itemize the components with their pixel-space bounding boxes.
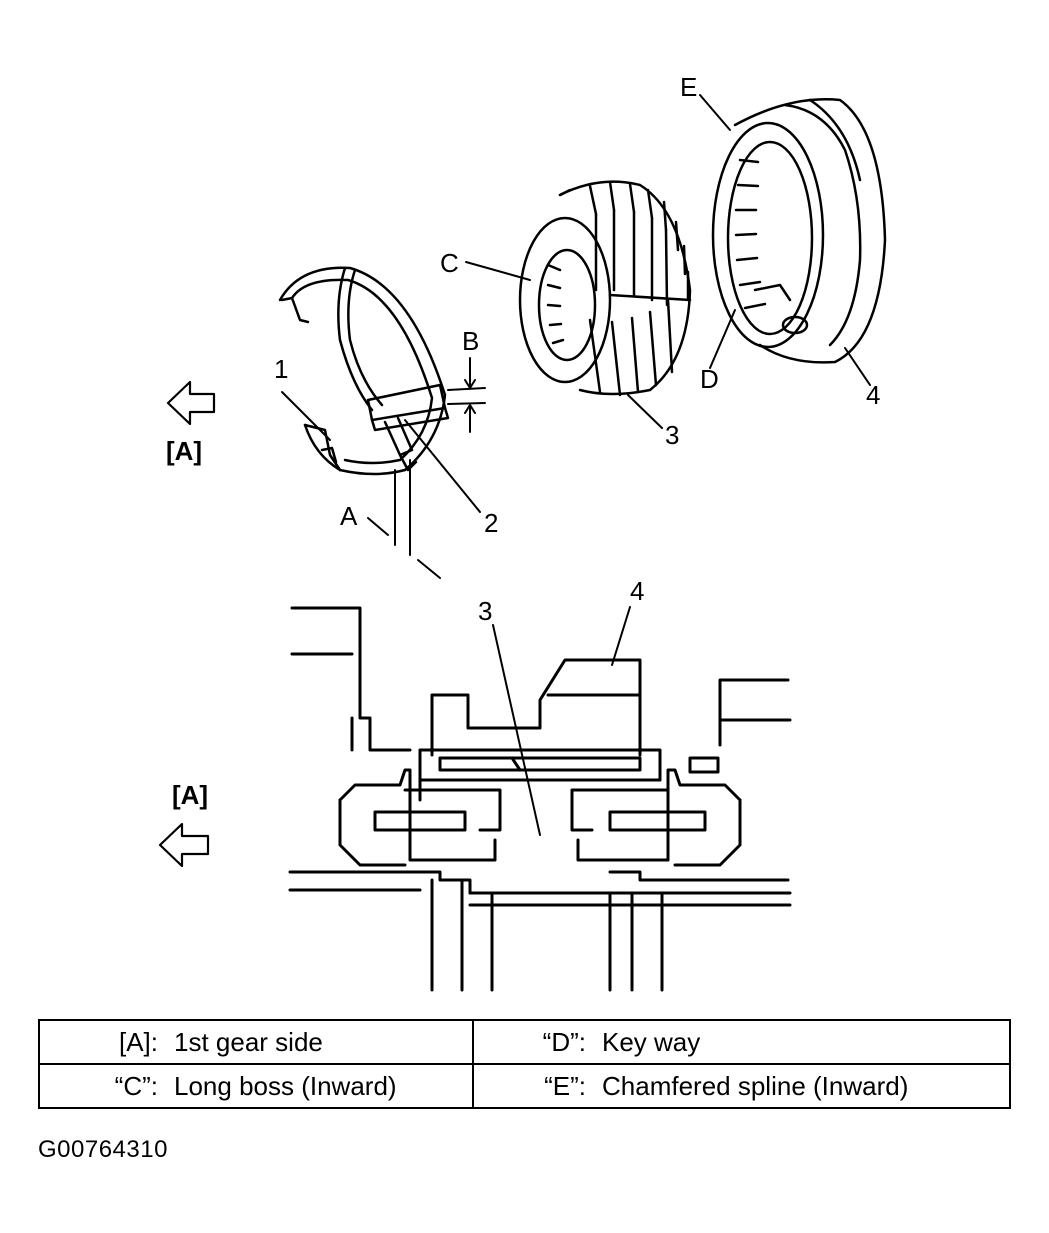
leader-lines-lower bbox=[492, 606, 631, 836]
callout-d: D bbox=[700, 364, 719, 394]
legend-cell: “D”: Key way bbox=[472, 1019, 1011, 1065]
side-label-lower: [A] bbox=[172, 780, 208, 810]
dimension-b-label: B bbox=[462, 326, 479, 356]
legend-key: “D”: bbox=[542, 1026, 586, 1057]
callout-4-lower: 4 bbox=[630, 576, 644, 606]
figure-id: G00764310 bbox=[38, 1136, 168, 1163]
synchronizer-hub bbox=[518, 180, 692, 397]
legend-cell: “E”: Chamfered spline (Inward) bbox=[472, 1063, 1011, 1109]
legend-key: [A]: bbox=[118, 1026, 158, 1057]
callout-3-upper: 3 bbox=[665, 420, 679, 450]
legend-row: [A]: 1st gear side “D”: Key way bbox=[38, 1019, 1011, 1065]
legend-key: “E”: bbox=[544, 1070, 586, 1101]
callout-4-upper: 4 bbox=[866, 380, 880, 410]
legend-key: “C”: bbox=[114, 1070, 158, 1101]
synchronizer-assembly-diagram: 1 2 3 4 3 4 A B C D E [A] [A] bbox=[158, 72, 887, 992]
callout-3-lower: 3 bbox=[478, 596, 492, 626]
leader-lines-upper bbox=[281, 94, 871, 579]
legend-value: Key way bbox=[602, 1026, 701, 1057]
callout-1: 1 bbox=[274, 354, 288, 384]
side-label-upper: [A] bbox=[166, 436, 202, 466]
legend-row: “C”: Long boss (Inward) “E”: Chamfered spl… bbox=[38, 1063, 1011, 1109]
synchronizer-sleeve bbox=[711, 98, 887, 364]
legend-value: Chamfered spline (Inward) bbox=[602, 1070, 909, 1101]
dimension-a-label: A bbox=[340, 501, 358, 531]
legend-value: Long boss (Inward) bbox=[174, 1070, 397, 1101]
legend-table: [A]: 1st gear side “D”: Key way “C”: Long b… bbox=[38, 1019, 1011, 1109]
callout-e: E bbox=[680, 72, 697, 102]
direction-arrow-icon bbox=[158, 380, 216, 868]
callout-c: C bbox=[440, 248, 459, 278]
legend-value: 1st gear side bbox=[174, 1026, 323, 1057]
synchronizer-cross-section bbox=[288, 606, 792, 992]
synchronizer-spring-and-key bbox=[278, 266, 450, 476]
legend-cell: “C”: Long boss (Inward) bbox=[38, 1063, 474, 1109]
legend-cell: [A]: 1st gear side bbox=[38, 1019, 474, 1065]
callout-2: 2 bbox=[484, 508, 498, 538]
